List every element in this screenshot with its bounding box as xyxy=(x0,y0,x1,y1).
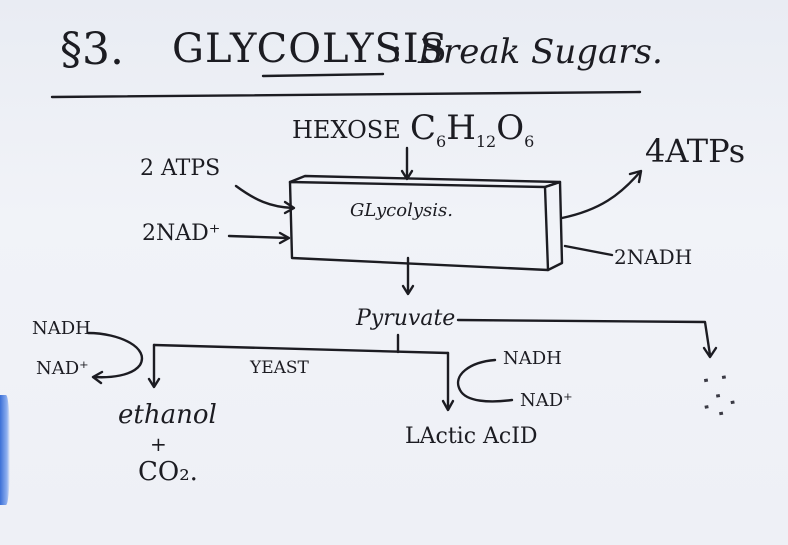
atp-input-label: 2 ATPS xyxy=(140,156,221,181)
lactic-cofactor-curve xyxy=(457,358,514,403)
lactic-nad-label: NAD⁺ xyxy=(520,390,573,411)
title-underline-main xyxy=(50,90,642,99)
nadh-out-line xyxy=(563,244,614,257)
lactic-acid-label: LActic AcID xyxy=(405,424,538,449)
yeast-cofactor-curve xyxy=(86,331,144,379)
hexose-label: HEXOSE xyxy=(292,116,401,144)
process-box-front xyxy=(288,180,550,272)
nad-input-label: 2NAD⁺ xyxy=(142,221,221,246)
page-title: GLYCOLYSIS xyxy=(172,26,449,72)
hexose-formula: C6H12O6 xyxy=(410,108,535,151)
yeast-label: YEAST xyxy=(250,358,309,378)
nadh-output-label: 2NADH xyxy=(614,245,693,269)
process-box-side xyxy=(543,180,564,272)
title-underline-topic xyxy=(261,72,385,78)
atp-in-arrow xyxy=(234,184,295,210)
section-number: §3. xyxy=(60,24,124,75)
yeast-nadh-label: NADH xyxy=(32,318,91,339)
pyruvate-label: Pyruvate xyxy=(356,306,456,331)
board-edge-highlight xyxy=(0,395,10,505)
title-colon: : xyxy=(391,30,403,70)
page-subtitle: Break Sugars. xyxy=(418,32,663,72)
co2-label: CO₂. xyxy=(138,457,198,487)
other-pathway-marks: ⁚ ⁛ xyxy=(695,371,738,420)
atp-out-arrow xyxy=(560,170,642,220)
yeast-nad-label: NAD⁺ xyxy=(36,358,89,379)
plus-sign: + xyxy=(150,432,167,456)
process-box-label: GLycolysis. xyxy=(350,200,453,221)
nad-in-arrow xyxy=(227,234,290,240)
ethanol-label: ethanol xyxy=(118,400,217,430)
branch-yeast-lactic xyxy=(152,343,450,355)
branch-other xyxy=(456,318,712,357)
lactic-nadh-label: NADH xyxy=(503,348,562,369)
atp-output-label: 4ATPs xyxy=(645,132,746,170)
